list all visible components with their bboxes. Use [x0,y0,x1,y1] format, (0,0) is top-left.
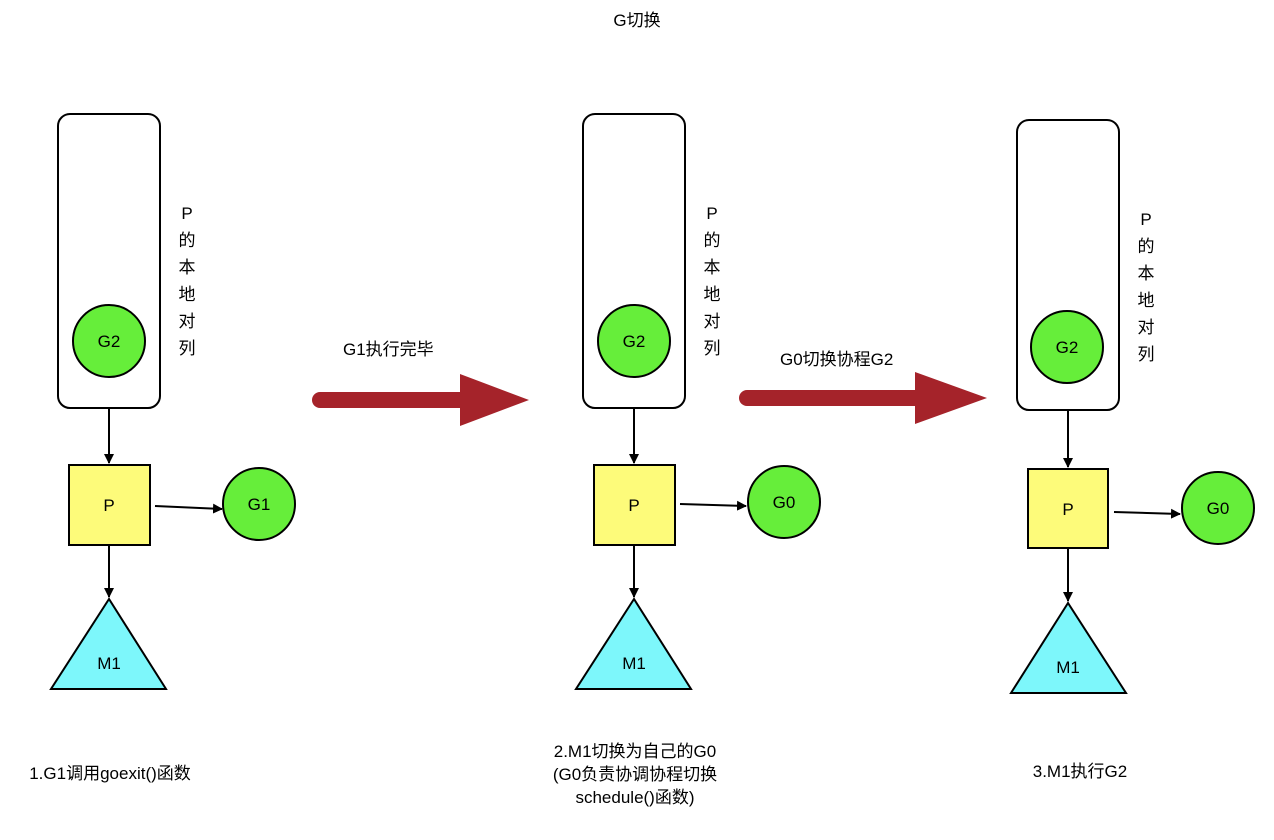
queue-label-char: 对 [1137,318,1155,337]
running-goroutine-label: G0 [773,493,796,512]
running-goroutine-node: G0 [747,465,821,539]
running-goroutine-node: G1 [222,467,296,541]
p-to-running-arrow [1113,508,1181,519]
queue-label-char: 对 [178,312,196,331]
transition-label-1: G1执行完毕 [343,340,434,359]
machine-label: M1 [622,654,646,673]
diagram-title: G切换 [613,11,661,30]
queue-label-char: 的 [178,231,196,250]
queue-label-char: 本 [1137,264,1155,283]
queue-label-char: 地 [178,285,196,304]
queue-label-char: P [706,204,718,223]
queued-goroutine-label: G2 [98,332,121,351]
queue-label-char: 的 [703,231,721,250]
p-to-running-arrow [154,503,223,514]
machine-node: M1 [574,597,693,690]
processor-label: P [1062,500,1073,519]
step-caption-3: 3.M1执行G2 [1032,762,1128,781]
queue-label-char: 本 [178,258,196,277]
step-caption-1: 1.G1调用goexit()函数 [29,764,191,783]
queued-goroutine-node: G2 [1030,310,1104,384]
running-goroutine-label: G1 [248,495,271,514]
processor-node: P [68,464,151,546]
queue-label-char: 地 [703,285,721,304]
running-goroutine-node: G0 [1181,471,1255,545]
step-caption-2-line-2: (G0负责协调协程切换 [552,765,718,784]
processor-node: P [1027,468,1109,549]
panel-2: G2 P G0 M1 [574,113,821,690]
queue-label-char: 对 [703,312,721,331]
queued-goroutine-label: G2 [623,332,646,351]
processor-node: P [593,464,676,546]
queue-label-char: 列 [703,339,721,358]
queue-label-char: 本 [703,258,721,277]
p-to-running-arrow [679,500,747,511]
queue-label-char: 列 [1137,345,1155,364]
step-caption-2: 2.M1切换为自己的G0 (G0负责协调协程切换 schedule()函数) [510,740,760,809]
queued-goroutine-node: G2 [597,304,671,378]
machine-label: M1 [1056,658,1080,677]
step-caption-2-line-1: 2.M1切换为自己的G0 [553,742,717,761]
running-goroutine-label: G0 [1207,499,1230,518]
queued-goroutine-node: G2 [72,304,146,378]
transition-arrow-2 [739,372,987,424]
processor-label: P [103,496,114,515]
queue-label-char: P [181,204,193,223]
machine-node: M1 [49,597,168,690]
panel-1: G2 P G1 M1 [49,113,296,690]
queue-label-char: 地 [1137,291,1155,310]
processor-label: P [628,496,639,515]
step-caption-2-line-3: schedule()函数) [575,788,695,807]
queue-label-char: 的 [1137,237,1155,256]
transition-label-2: G0切换协程G2 [780,350,894,369]
machine-node: M1 [1009,601,1128,694]
queue-label-char: P [1140,210,1152,229]
transition-arrow-1 [312,374,529,426]
panel-3: G2 P G0 M1 [1009,119,1255,694]
machine-label: M1 [97,654,121,673]
queued-goroutine-label: G2 [1056,338,1079,357]
queue-label-char: 列 [178,339,196,358]
